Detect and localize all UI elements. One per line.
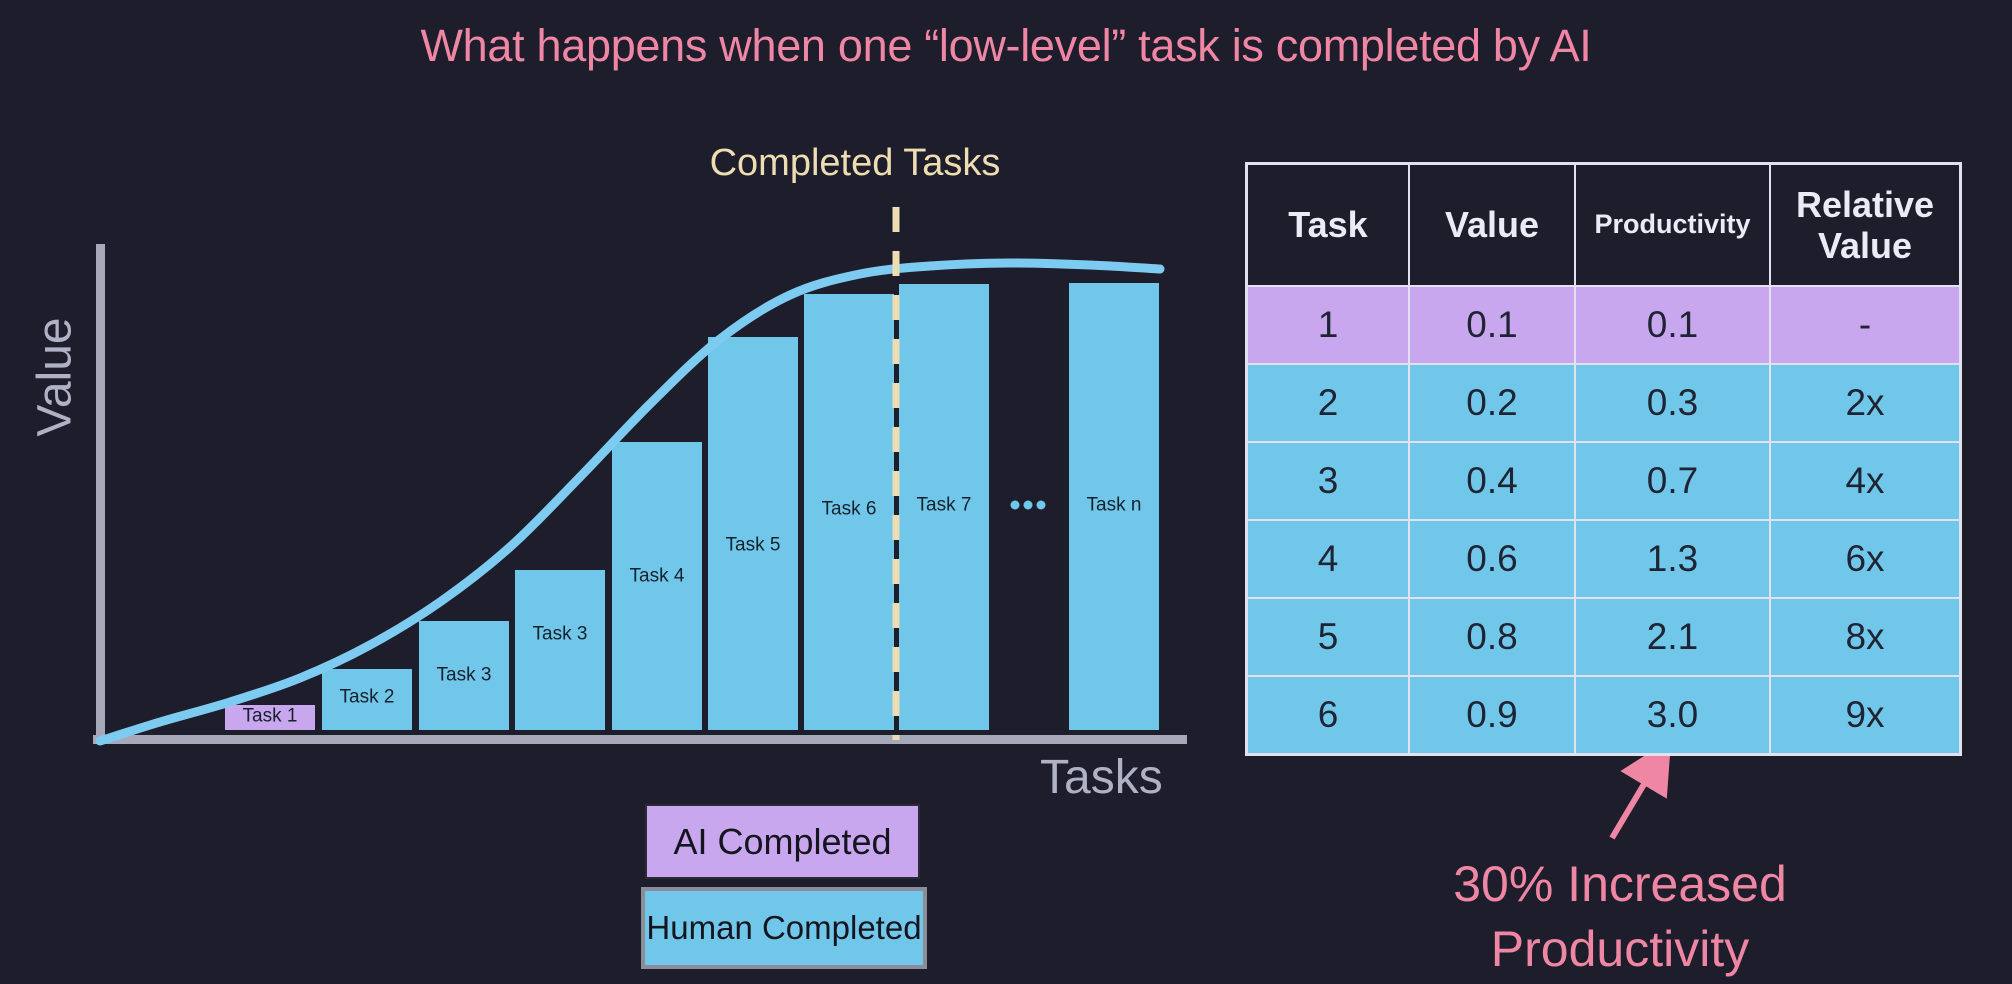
- ellipsis-dot: [1010, 500, 1020, 510]
- chart-bar-task-5: [706, 335, 800, 732]
- table-cell: 3.0: [1576, 677, 1769, 753]
- completed-tasks-label: Completed Tasks: [709, 142, 1001, 184]
- annotation-arrow: [1609, 738, 1672, 840]
- ellipsis-dot: [1023, 500, 1033, 510]
- productivity-table: Task Value Productivity Relative Value 1…: [1245, 162, 1962, 756]
- table-cell: 0.6: [1410, 521, 1574, 597]
- bar-label: Task n: [1087, 495, 1142, 516]
- table-cell: 1.3: [1576, 521, 1769, 597]
- table-cell: 8x: [1771, 599, 1959, 675]
- annotation-line-2: Productivity: [1490, 921, 1750, 977]
- bar-label: Task 2: [340, 687, 395, 708]
- chart-bar-task-2: [320, 667, 414, 732]
- table-header-task: Task: [1248, 165, 1408, 285]
- x-axis-line: [93, 735, 1187, 744]
- value-curve: [95, 258, 1165, 746]
- annotation-line-1: 30% Increased: [1453, 856, 1787, 912]
- y-axis-line: [96, 244, 105, 744]
- table-cell: 4: [1248, 521, 1408, 597]
- x-axis-label: Tasks: [1040, 751, 1163, 804]
- table-cell: 3: [1248, 443, 1408, 519]
- legend-ai-completed: AI Completed: [645, 804, 920, 879]
- ellipsis-dot: [1036, 500, 1046, 510]
- table-cell: 6: [1248, 677, 1408, 753]
- bar-label: Task 3: [533, 624, 588, 645]
- bar-label: Task 3: [437, 665, 492, 686]
- table-cell: 4x: [1771, 443, 1959, 519]
- table-cell: 0.3: [1576, 365, 1769, 441]
- table-cell: 9x: [1771, 677, 1959, 753]
- table-cell: 2x: [1771, 365, 1959, 441]
- table-cell: 0.8: [1410, 599, 1574, 675]
- slide-title: What happens when one “low-level” task i…: [420, 20, 1592, 71]
- table-cell: 0.4: [1410, 443, 1574, 519]
- table-cell: 2.1: [1576, 599, 1769, 675]
- productivity-annotation: 30% Increased Productivity: [1420, 852, 1820, 982]
- table-cell: 5: [1248, 599, 1408, 675]
- table-cell: 1: [1248, 287, 1408, 363]
- chart-bar-task-7: [897, 282, 991, 732]
- bar-label: Task 1: [243, 706, 298, 727]
- table-cell: 0.1: [1576, 287, 1769, 363]
- bar-label: Task 6: [822, 499, 877, 520]
- table-header-productivity: Productivity: [1576, 165, 1769, 285]
- table-header-value: Value: [1410, 165, 1574, 285]
- legend-human-completed: Human Completed: [641, 887, 927, 969]
- table-cell: 2: [1248, 365, 1408, 441]
- chart-bar-task-6: [802, 292, 896, 732]
- table-cell: 0.2: [1410, 365, 1574, 441]
- table-cell: 6x: [1771, 521, 1959, 597]
- chart-bar-task-1: [223, 703, 317, 732]
- table-header-relative: Relative Value: [1771, 165, 1959, 285]
- bar-label: Task 7: [917, 495, 972, 516]
- table-cell: 0.7: [1576, 443, 1769, 519]
- bar-label: Task 4: [630, 566, 685, 587]
- chart-bar-task-4: [610, 440, 704, 732]
- y-axis-label: Value: [28, 317, 82, 437]
- table-cell: 0.9: [1410, 677, 1574, 753]
- table-cell: 0.1: [1410, 287, 1574, 363]
- chart-bar-task-3: [513, 568, 607, 732]
- chart-bar-task-3: [417, 619, 511, 732]
- bar-label: Task 5: [726, 535, 781, 556]
- table-cell: -: [1771, 287, 1959, 363]
- chart-bar-task-n: [1067, 281, 1161, 732]
